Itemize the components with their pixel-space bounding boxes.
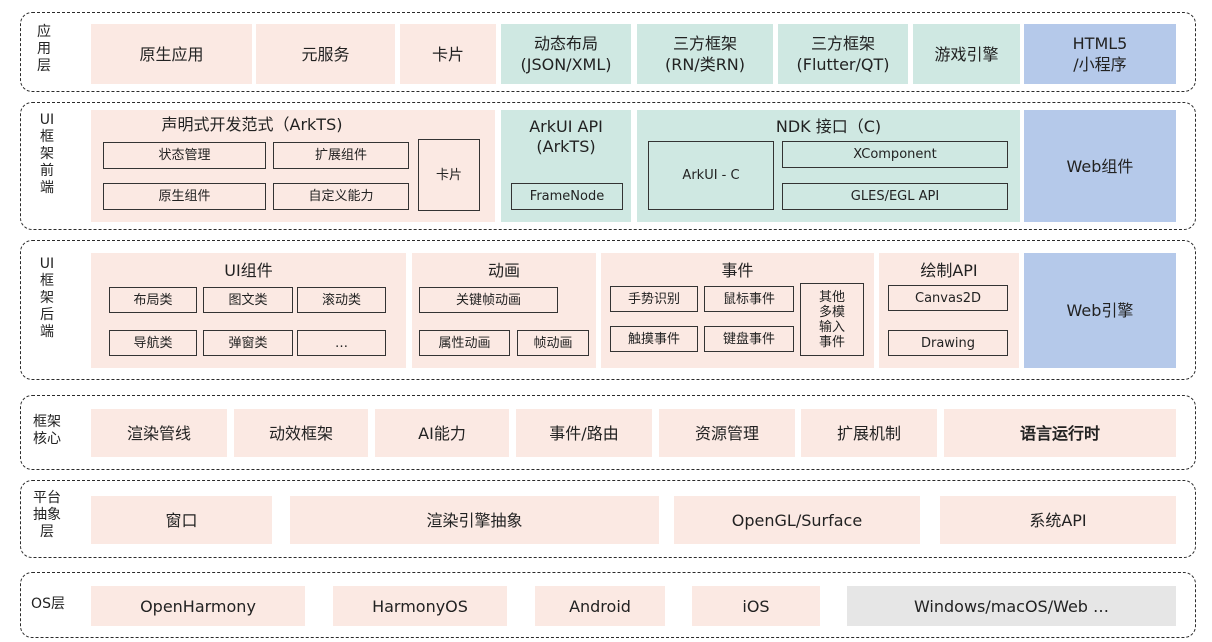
layout-class-box: 布局类 [109, 287, 197, 313]
keyframe-animation-box: 关键帧动画 [419, 287, 558, 313]
dynamic-layout-box: 动态布局 (JSON/XML) [501, 24, 631, 84]
gles-egl-api-box: GLES/EGL API [782, 183, 1008, 210]
animation-title: 动画 [487, 261, 520, 280]
platform-abstraction-layer [20, 480, 1196, 558]
events-panel [601, 253, 874, 368]
native-components-box: 原生组件 [103, 183, 266, 210]
ui-backend-label: UI 框 架 后 端 [39, 256, 55, 340]
platform-abstraction-label: 平台 抽象 层 [33, 490, 61, 540]
web-component-box: Web组件 [1024, 110, 1176, 222]
card-sub-box: 卡片 [418, 139, 480, 211]
declarative-paradigm-panel [91, 110, 495, 222]
declarative-paradigm-title: 声明式开发范式（ArkTS) [161, 115, 343, 134]
arkui-api-title: ArkUI API (ArkTS) [529, 117, 603, 156]
xcomponent-box: XComponent [782, 141, 1008, 168]
ui-backend-layer [20, 240, 1196, 380]
mouse-events-box: 鼠标事件 [704, 286, 794, 312]
framenode-box: FrameNode [511, 183, 623, 210]
animation-panel [412, 253, 596, 368]
drawing-api-title: 绘制API [920, 261, 978, 280]
language-runtime-box: 语言运行时 [944, 409, 1176, 457]
event-routing-box: 事件/路由 [516, 409, 652, 457]
web-engine-box: Web引擎 [1024, 253, 1176, 368]
ndk-interface-title: NDK 接口（C) [775, 117, 882, 136]
render-pipeline-box: 渲染管线 [91, 409, 227, 457]
ui-components-panel [91, 253, 406, 368]
opengl-surface-box: OpenGL/Surface [674, 496, 920, 544]
app-layer [20, 12, 1196, 92]
frame-animation-box: 帧动画 [517, 330, 589, 356]
ios-box: iOS [692, 586, 820, 626]
ai-capability-box: AI能力 [375, 409, 509, 457]
more-components-box: … [297, 330, 386, 356]
ui-frontend-layer [20, 102, 1196, 230]
popup-class-box: 弹窗类 [203, 330, 293, 356]
canvas2d-box: Canvas2D [888, 285, 1008, 311]
third-party-flutter-box: 三方框架 (Flutter/QT) [778, 24, 908, 84]
ui-frontend-label: UI 框 架 前 端 [39, 112, 55, 196]
system-api-box: 系统API [940, 496, 1176, 544]
meta-service-box: 元服务 [256, 24, 395, 84]
extended-components-box: 扩展组件 [273, 142, 409, 169]
events-title: 事件 [721, 261, 754, 280]
extension-mechanism-box: 扩展机制 [801, 409, 937, 457]
motion-framework-box: 动效框架 [234, 409, 368, 457]
keyboard-events-box: 键盘事件 [704, 326, 794, 352]
ui-components-title: UI组件 [224, 261, 273, 280]
harmonyos-box: HarmonyOS [333, 586, 507, 626]
arkui-c-box: ArkUI - C [648, 141, 774, 210]
html5-miniprogram-box: HTML5 /小程序 [1024, 24, 1176, 84]
ndk-interface-panel [637, 110, 1020, 222]
framework-core-label: 框架 核心 [33, 414, 61, 447]
native-app-box: 原生应用 [91, 24, 252, 84]
card-box: 卡片 [400, 24, 496, 84]
render-engine-abstraction-box: 渲染引擎抽象 [290, 496, 659, 544]
other-multimodal-input-events-box: 其他 多模 输入 事件 [800, 283, 864, 356]
openharmony-box: OpenHarmony [91, 586, 305, 626]
touch-events-box: 触摸事件 [610, 326, 698, 352]
game-engine-box: 游戏引擎 [913, 24, 1020, 84]
framework-core-layer [20, 395, 1196, 470]
android-box: Android [535, 586, 665, 626]
window-box: 窗口 [91, 496, 272, 544]
os-layer-label: OS层 [31, 596, 65, 612]
image-text-class-box: 图文类 [203, 287, 293, 313]
scroll-class-box: 滚动类 [297, 287, 386, 313]
os-layer [20, 572, 1196, 638]
windows-macos-web-box: Windows/macOS/Web … [847, 586, 1176, 626]
app-layer-label: 应 用 层 [37, 24, 51, 74]
arkui-api-panel [501, 110, 631, 222]
gesture-recognition-box: 手势识别 [610, 286, 698, 312]
state-management-box: 状态管理 [103, 142, 266, 169]
property-animation-box: 属性动画 [419, 330, 510, 356]
drawing-box: Drawing [888, 330, 1008, 356]
custom-capability-box: 自定义能力 [273, 183, 409, 210]
third-party-rn-box: 三方框架 (RN/类RN) [637, 24, 773, 84]
resource-management-box: 资源管理 [659, 409, 795, 457]
navigation-class-box: 导航类 [109, 330, 197, 356]
